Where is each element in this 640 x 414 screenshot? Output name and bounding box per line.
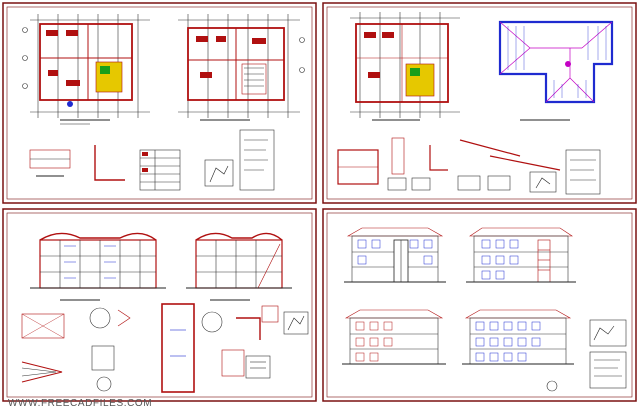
sheet2-details xyxy=(337,137,601,195)
floor-plan-upper xyxy=(178,14,305,121)
sheet-floor-plans xyxy=(2,2,317,204)
section-a xyxy=(30,232,166,301)
section-b xyxy=(186,232,292,301)
sheet1-details xyxy=(29,129,275,191)
elevation-title-block xyxy=(546,319,627,392)
sheet-roof-plan xyxy=(322,2,637,204)
floor-plan-main xyxy=(350,12,460,121)
floor-plan-ground xyxy=(22,14,150,125)
elevation-rear xyxy=(466,227,576,283)
elevation-side-right xyxy=(462,309,574,365)
roof-plan xyxy=(498,20,614,121)
elevation-side-left xyxy=(342,309,446,365)
sheet-elevations xyxy=(322,208,637,402)
sheet-sections xyxy=(2,208,317,402)
watermark-text: WWW.FREECADFILES.COM xyxy=(8,398,153,409)
section-details xyxy=(21,303,309,393)
elevation-front xyxy=(344,227,446,283)
